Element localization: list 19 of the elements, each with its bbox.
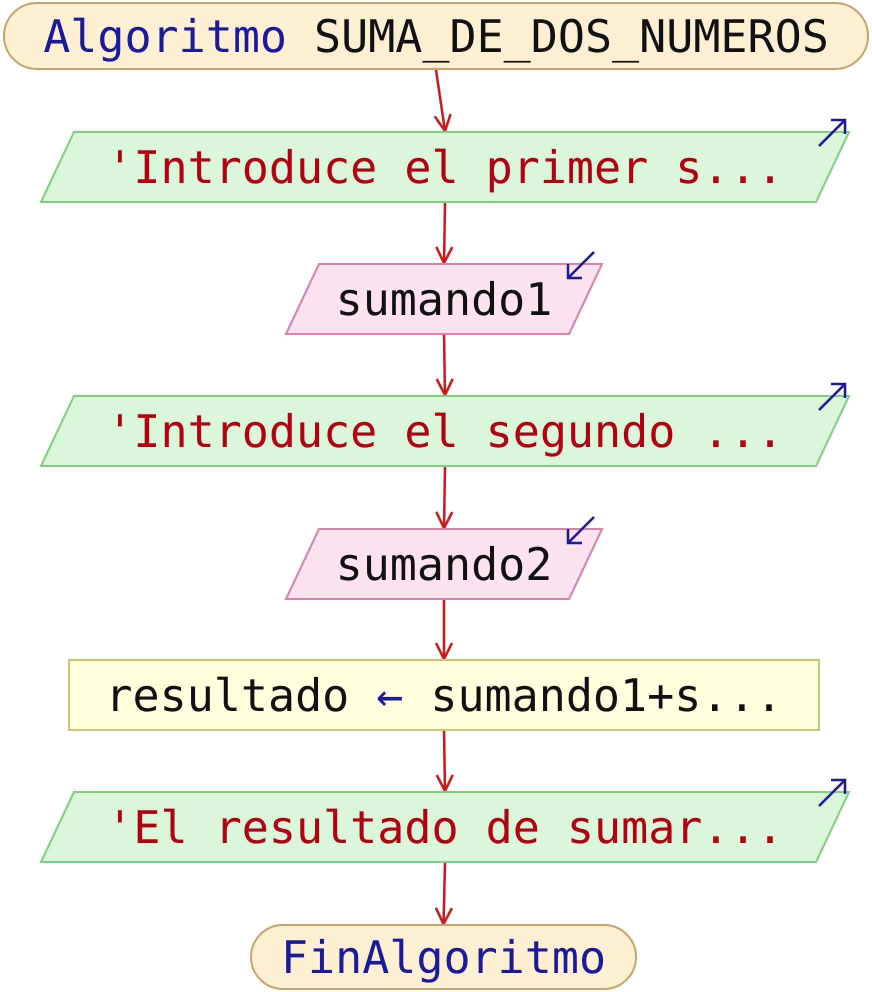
output-text: 'Introduce el primer s... — [106, 140, 784, 194]
keyword-text: FinAlgoritmo — [280, 930, 606, 984]
process-box — [68, 659, 820, 731]
arrow — [435, 730, 454, 792]
output-text: 'Introduce el segundo ... — [106, 404, 784, 458]
input-variable: sumando1 — [336, 272, 552, 326]
assignment-target: resultado — [105, 668, 350, 722]
arrow — [435, 466, 454, 530]
algorithm-name: SUMA_DE_DOS_NUMEROS — [314, 10, 829, 62]
output-text: 'El resultado de sumar... — [106, 800, 784, 854]
assignment-expression: sumando1+s... — [430, 668, 783, 722]
arrow — [434, 70, 452, 132]
assignment-arrow: ← — [376, 668, 404, 722]
input-variable: sumando2 — [336, 538, 552, 590]
arrow — [434, 862, 454, 926]
arrow — [435, 334, 454, 396]
arrow — [435, 202, 454, 264]
keyword-text: Algoritmo — [43, 10, 288, 62]
arrow — [434, 600, 454, 660]
